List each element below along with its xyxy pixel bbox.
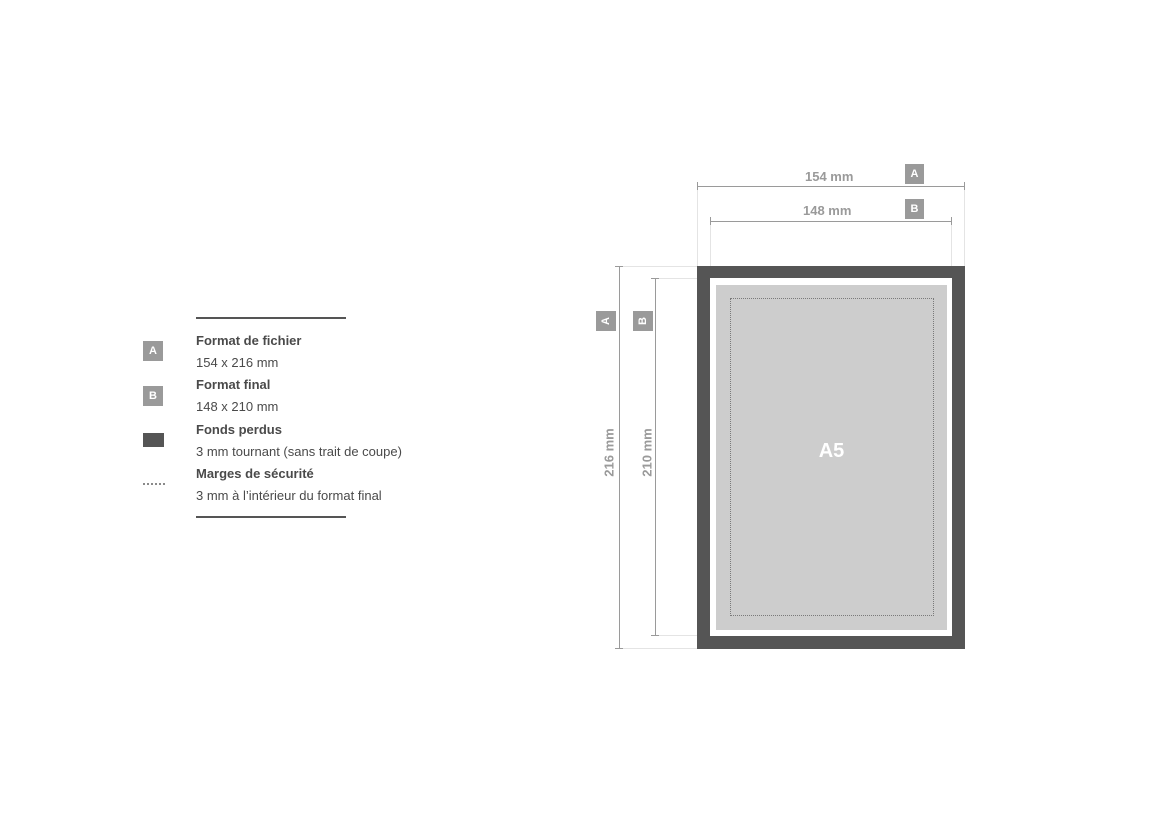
legend-title-final-format: Format final xyxy=(196,377,271,392)
guide-top-b xyxy=(655,278,710,279)
height-a-tick-bottom xyxy=(615,648,623,649)
width-b-label: 148 mm xyxy=(803,203,852,218)
legend-bottom-rule xyxy=(196,516,346,518)
legend-badge-a: A xyxy=(143,341,163,361)
legend-title-bleed: Fonds perdus xyxy=(196,422,282,437)
legend-desc-file-format: 154 x 216 mm xyxy=(196,355,279,370)
guide-bottom-a xyxy=(619,648,697,649)
height-b-line xyxy=(655,278,656,636)
width-b-line xyxy=(710,221,952,222)
page-format-label: A5 xyxy=(818,440,845,462)
legend-badge-b: B xyxy=(143,386,163,406)
safety-margin-border xyxy=(730,298,934,616)
height-a-badge: A xyxy=(596,311,616,331)
safe-area xyxy=(716,285,947,630)
guide-right-b xyxy=(951,221,952,278)
width-a-line xyxy=(697,186,965,187)
height-a-line xyxy=(619,266,620,649)
guide-left-b xyxy=(710,221,711,278)
legend-title-file-format: Format de fichier xyxy=(196,333,302,348)
safety-margin-swatch xyxy=(143,483,165,485)
legend-title-safety-margin: Marges de sécurité xyxy=(196,466,314,481)
height-b-tick-bottom xyxy=(651,635,659,636)
width-b-tick-right xyxy=(951,217,952,225)
height-a-tick-top xyxy=(615,266,623,267)
guide-right-a xyxy=(964,186,965,266)
guide-top-a xyxy=(619,266,697,267)
width-a-tick-right xyxy=(964,182,965,190)
height-b-label: 210 mm xyxy=(639,428,655,477)
guide-bottom-b xyxy=(655,635,710,636)
height-b-badge: B xyxy=(633,311,653,331)
legend-desc-bleed: 3 mm tournant (sans trait de coupe) xyxy=(196,444,402,459)
height-a-label: 216 mm xyxy=(601,428,617,477)
width-a-label: 154 mm xyxy=(805,169,854,184)
legend-top-rule xyxy=(196,317,346,319)
width-b-tick-left xyxy=(710,217,711,225)
legend-desc-safety-margin: 3 mm à l’intérieur du format final xyxy=(196,488,382,503)
width-b-badge: B xyxy=(905,199,924,219)
guide-left-a xyxy=(697,186,698,266)
legend-desc-final-format: 148 x 210 mm xyxy=(196,399,279,414)
bleed-swatch xyxy=(143,433,164,447)
width-a-tick-left xyxy=(697,182,698,190)
width-a-badge: A xyxy=(905,164,924,184)
height-b-tick-top xyxy=(651,278,659,279)
